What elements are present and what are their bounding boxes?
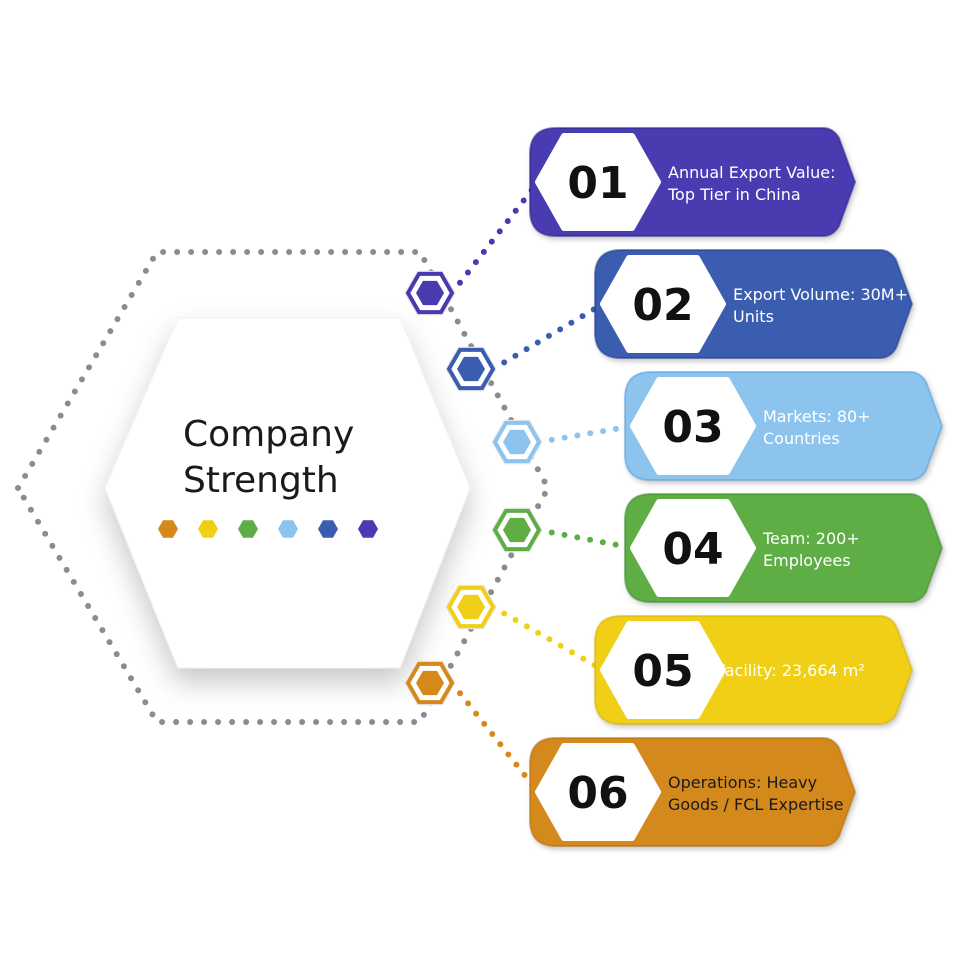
number-hexagon (600, 255, 726, 353)
connector-line-01 (449, 179, 541, 296)
item-label-line-1: Operations: Heavy (668, 773, 817, 792)
connector-node-04 (491, 507, 543, 553)
node-hex-ring (446, 347, 496, 391)
color-dot-1 (158, 520, 178, 538)
node-hex-core (457, 594, 485, 620)
item-number: 01 (567, 158, 628, 209)
item-01: 01 Annual Export Value: Top Tier in China (529, 127, 857, 237)
item-02: 02 Export Volume: 30M+ Units (594, 249, 914, 359)
connector-node-06 (404, 660, 456, 706)
node-hex-ring (446, 585, 496, 629)
connector-line-03 (536, 423, 636, 445)
item-pill-edge (529, 127, 857, 237)
number-hexagon (535, 133, 661, 231)
connector-line-05 (490, 604, 606, 673)
node-hex-core (457, 356, 485, 382)
number-hexagon (630, 377, 756, 475)
color-dot-4 (278, 520, 298, 538)
item-pill-edge (624, 493, 944, 603)
color-dot-2 (198, 520, 218, 538)
number-hexagon (535, 743, 661, 841)
connector-node-05 (445, 584, 497, 630)
color-dot-3 (238, 520, 258, 538)
item-04: 04 Team: 200+ Employees (624, 493, 944, 603)
connector-nodes (404, 270, 543, 706)
item-number: 04 (662, 524, 723, 575)
node-hex-core (503, 517, 531, 543)
page-title: Company Strength (183, 412, 423, 504)
item-label-line-2: Units (733, 307, 774, 326)
connector-node-01 (404, 270, 456, 316)
item-pill-edge (594, 249, 914, 359)
item-pill-edge (529, 737, 857, 847)
node-hex-ring (492, 420, 542, 464)
item-number: 03 (662, 402, 723, 453)
node-hex-core (503, 429, 531, 455)
node-hex-ring (492, 508, 542, 552)
item-pill-edge (624, 371, 944, 481)
item-05: 05 Facility: 23,664 m² (594, 615, 914, 725)
node-hex-ring (405, 271, 455, 315)
item-label-line-2: Top Tier in China (667, 185, 801, 204)
item-number: 06 (567, 768, 628, 819)
color-dots-row (158, 520, 378, 538)
item-label-line-1: Markets: 80+ (763, 407, 871, 426)
item-label-line-1: Export Volume: 30M+ (733, 285, 908, 304)
title-line-1: Company (183, 414, 355, 455)
center-hexagon (104, 317, 471, 669)
item-label-line-1: Annual Export Value: (668, 163, 836, 182)
center-hexagon-shape (104, 317, 471, 669)
item-label-line-1: Team: 200+ (762, 529, 860, 548)
node-hex-ring (405, 661, 455, 705)
title-line-2: Strength (183, 460, 339, 501)
number-hexagon (600, 621, 726, 719)
node-hex-core (416, 280, 444, 306)
color-dot-5 (318, 520, 338, 538)
connector-line-04 (536, 527, 636, 551)
item-number: 02 (632, 280, 693, 331)
item-number: 05 (632, 646, 693, 697)
number-hexagon (630, 499, 756, 597)
connector-node-02 (445, 346, 497, 392)
item-label-line-1: Facility: 23,664 m² (717, 661, 865, 680)
connector-node-03 (491, 419, 543, 465)
connectors (449, 179, 636, 795)
item-label-line-2: Goods / FCL Expertise (668, 795, 843, 814)
item-pill-edge (594, 615, 914, 725)
item-label-line-2: Countries (763, 429, 840, 448)
connector-line-02 (490, 301, 606, 372)
item-label-line-2: Employees (763, 551, 851, 570)
node-hex-core (416, 670, 444, 696)
connector-line-06 (449, 680, 541, 795)
item-03: 03 Markets: 80+ Countries (624, 371, 944, 481)
color-dot-6 (358, 520, 378, 538)
